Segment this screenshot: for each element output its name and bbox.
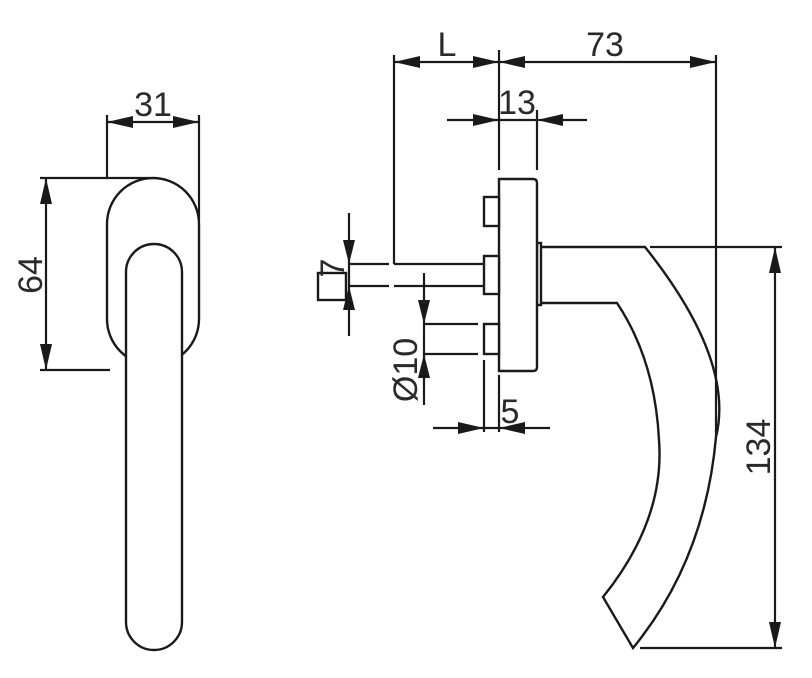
- dim-label-31: 31: [134, 86, 172, 124]
- arrow: [343, 240, 355, 264]
- arrow: [343, 286, 355, 310]
- dim-label-L: L: [438, 26, 457, 64]
- arrow: [173, 116, 199, 128]
- arrow: [499, 422, 525, 434]
- spindle-collar: [482, 254, 501, 296]
- side-rosette: [497, 177, 539, 373]
- arrow: [473, 56, 499, 68]
- side-handle-lever: [538, 245, 721, 651]
- arrow: [418, 354, 430, 378]
- dim-label-5: 5: [501, 393, 520, 431]
- stud-top: [482, 195, 501, 228]
- arrow: [499, 56, 525, 68]
- spindle: [350, 262, 484, 288]
- dim-label-diameter-10: Ø10: [387, 338, 425, 402]
- arrow: [40, 178, 52, 204]
- side-view: 7 Ø10 5 L 73 13: [314, 26, 782, 651]
- arrow: [473, 114, 499, 126]
- dim-label-73: 73: [586, 26, 624, 64]
- dim-label-13: 13: [498, 84, 536, 122]
- arrow: [769, 247, 781, 273]
- front-handle-lever: [124, 242, 184, 652]
- dim-label-7: 7: [314, 259, 352, 278]
- dim-label-64: 64: [12, 256, 50, 294]
- spindle-square-section: [316, 271, 348, 302]
- arrow: [418, 300, 430, 324]
- dim-label-134: 134: [740, 419, 778, 476]
- stud-bottom: [482, 322, 501, 356]
- arrow: [537, 114, 563, 126]
- arrow: [458, 422, 484, 434]
- front-view: 31 64: [12, 86, 201, 652]
- arrow: [107, 116, 133, 128]
- arrow: [690, 56, 716, 68]
- arrow: [40, 344, 52, 370]
- arrow: [769, 622, 781, 648]
- arrow: [394, 56, 420, 68]
